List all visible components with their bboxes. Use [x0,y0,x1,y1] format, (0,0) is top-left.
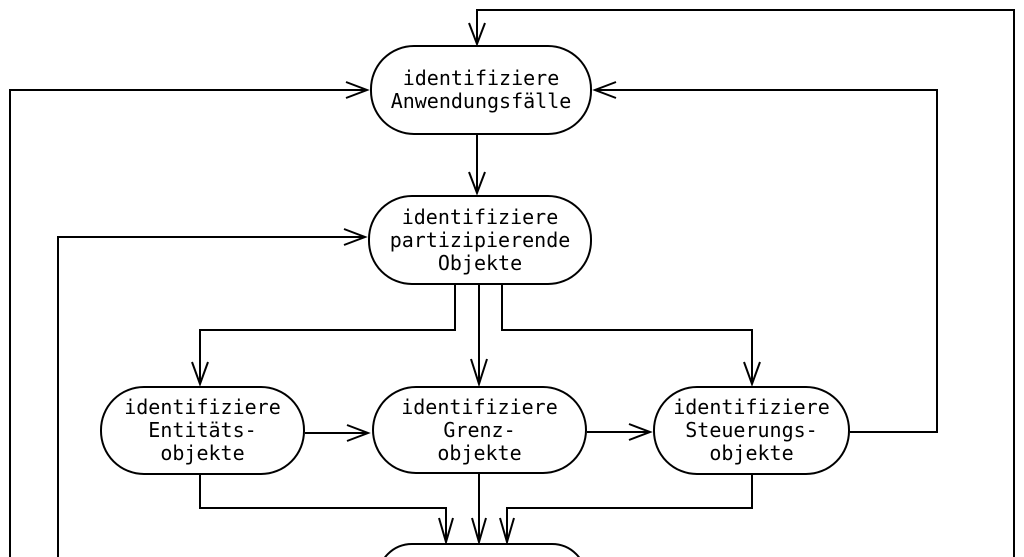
arrowhead-down-icon [470,358,488,388]
edge-grenz-to-steuerungs [587,423,653,441]
edge-line [506,475,753,541]
edge-steuerungs-to-anwendungsfaelle [592,81,938,433]
arrowhead-down-icon [438,517,454,546]
arrowhead-down-icon [191,361,209,387]
edge-entitaets-to-bottom-node [199,475,454,546]
edge-partizipierende-to-steuerungs [501,285,761,387]
edge-partizipierende-to-entitaets [191,285,456,387]
edge-anwendungsfaelle-to-partizipierende [468,135,486,196]
edge-line [9,89,366,557]
arrowhead-down-icon [468,171,486,196]
edge-left-inner-loop-to-partizipierende [57,228,368,557]
node-identifiziere-steuerungsobjekte: identifiziere Steuerungs- objekte [653,386,850,475]
edge-line [596,89,938,433]
node-identifiziere-partizipierende-objekte: identifiziere partizipierende Objekte [368,195,592,285]
arrowhead-down-icon [471,517,487,546]
arrowhead-left-icon [592,81,617,99]
arrowhead-right-icon [345,81,370,99]
edge-line [57,236,364,557]
edge-partizipierende-to-grenz [470,285,488,388]
arrowhead-right-icon [628,423,653,441]
arrowhead-down-icon [743,361,761,387]
edge-line [199,285,456,383]
edge-left-outer-loop-to-anwendungsfaelle [9,81,370,557]
arrowhead-down-icon [499,517,515,546]
edge-line [476,9,1015,557]
edge-line [501,285,753,383]
node-identifiziere-anwendungsfaelle: identifiziere Anwendungsfälle [370,45,592,135]
arrowhead-right-icon [346,424,371,442]
arrowhead-right-icon [343,228,368,246]
node-bottom-partially-visible [377,543,587,557]
node-identifiziere-grenzobjekte: identifiziere Grenz- objekte [372,386,587,474]
edge-bottom-loop-to-anwendungsfaelle-top [468,9,1015,557]
edge-line [199,475,447,541]
arrowhead-down-icon [468,22,486,47]
edge-entitaets-to-grenz [305,424,371,442]
edge-steuerungs-to-bottom-node [499,475,753,546]
node-identifiziere-entitaetsobjekte: identifiziere Entitäts- objekte [100,386,305,475]
edge-grenz-to-bottom-node [471,474,487,546]
